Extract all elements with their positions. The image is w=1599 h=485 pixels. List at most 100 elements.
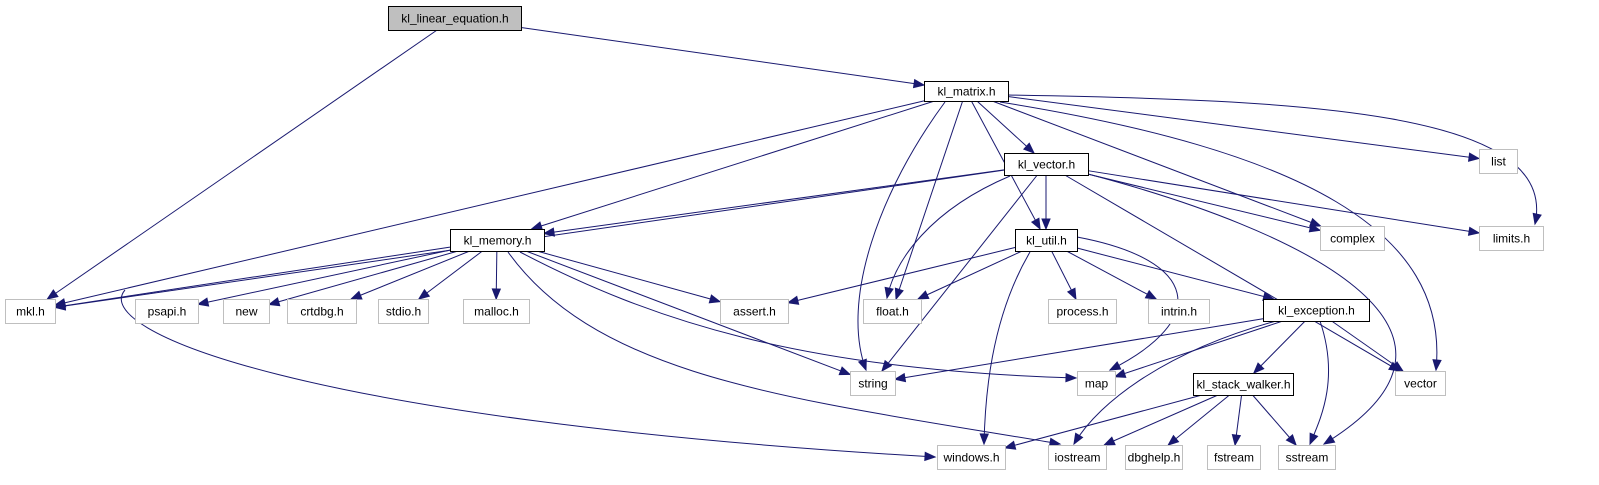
node-box	[378, 299, 429, 324]
edge-kl-stack-walker-to-fstream	[1231, 394, 1243, 447]
edge-kl-exception-to-string	[893, 318, 1264, 383]
edge-kl-exception-to-kl-stack-walker-line	[1253, 320, 1306, 374]
node-label: map	[1085, 377, 1109, 391]
edge-kl-util-to-map-line	[1076, 236, 1179, 371]
edge-kl-memory-to-psapi-arrowhead	[196, 297, 210, 307]
edge-kl-memory-to-iostream	[507, 251, 1062, 447]
node-box	[135, 299, 199, 324]
edge-kl-matrix-to-vector-arrowhead	[1432, 359, 1442, 372]
edge-kl-memory-to-map-line	[519, 251, 1077, 379]
edge-kl-memory-to-malloc	[491, 250, 502, 301]
node-kl-vector[interactable]: kl_vector.h	[1004, 153, 1089, 176]
node-box	[924, 81, 1009, 102]
node-label: dbghelp.h	[1128, 451, 1181, 465]
edge-kl-util-to-intrin	[1066, 250, 1158, 300]
node-kl-linear-equation[interactable]: kl_linear_equation.h	[388, 6, 522, 31]
edge-kl-memory-to-crtdbg-arrowhead	[349, 290, 363, 300]
node-kl-memory[interactable]: kl_memory.h	[450, 229, 545, 252]
node-label: complex	[1330, 232, 1375, 246]
edge-kl-util-to-windows	[979, 251, 1031, 446]
edge-kl-util-to-process	[1051, 250, 1077, 301]
node-box	[223, 299, 270, 324]
node-box	[1395, 371, 1446, 396]
edge-kl-matrix-to-kl-vector-line	[976, 100, 1035, 154]
edge-kl-stack-walker-to-dbghelp-arrowhead	[1167, 434, 1180, 446]
node-label: list	[1491, 155, 1506, 169]
edge-kl-matrix-to-float-arrowhead	[894, 287, 904, 301]
edge-kl-matrix-to-limits-line	[1007, 94, 1538, 225]
edge-kl-memory-to-assert-line	[536, 250, 721, 303]
edge-kl-vector-to-complex	[1087, 173, 1322, 233]
edge-kl-linear-equation-to-mkl	[46, 29, 438, 300]
node-box	[1278, 445, 1336, 470]
edge-kl-vector-to-sstream	[1087, 173, 1397, 445]
node-limits: limits.h	[1479, 226, 1544, 251]
node-box	[1077, 371, 1116, 396]
node-box	[450, 229, 545, 252]
node-label: float.h	[876, 305, 909, 319]
node-complex: complex	[1320, 226, 1385, 251]
node-kl-util[interactable]: kl_util.h	[1015, 229, 1078, 252]
edge-kl-memory-to-windows-arrowhead	[924, 451, 937, 462]
node-label: iostream	[1054, 451, 1100, 465]
edge-kl-vector-to-float-arrowhead	[884, 286, 894, 300]
node-box	[1148, 299, 1210, 324]
edge-kl-memory-to-psapi	[196, 249, 451, 307]
edge-kl-matrix-to-kl-vector-arrowhead	[1022, 142, 1035, 154]
node-kl-exception[interactable]: kl_exception.h	[1263, 299, 1370, 322]
edge-kl-exception-to-iostream-line	[1073, 320, 1277, 445]
node-float: float.h	[863, 299, 922, 324]
edge-kl-util-to-intrin-line	[1066, 250, 1157, 300]
edge-kl-stack-walker-to-windows	[1003, 394, 1203, 450]
edge-kl-util-to-assert-arrowhead	[786, 295, 800, 305]
edge-kl-memory-to-windows	[120, 289, 937, 462]
edge-kl-memory-to-string	[525, 250, 852, 376]
node-fstream: fstream	[1207, 445, 1261, 470]
edge-kl-matrix-to-string-line	[857, 101, 946, 371]
node-box	[863, 299, 922, 324]
edge-kl-stack-walker-to-windows-arrowhead	[1003, 440, 1017, 450]
edge-kl-util-to-float-line	[917, 250, 1023, 300]
edge-kl-vector-to-kl-memory-line	[543, 169, 1005, 234]
edge-kl-exception-to-map	[1113, 320, 1284, 378]
edge-kl-vector-to-kl-util-arrowhead	[1041, 218, 1051, 231]
edge-kl-util-to-process-arrowhead	[1066, 287, 1077, 301]
node-kl-matrix[interactable]: kl_matrix.h	[924, 81, 1009, 102]
edge-kl-memory-to-stdio	[417, 250, 483, 300]
edge-kl-util-to-windows-line	[983, 251, 1031, 445]
edge-kl-stack-walker-to-sstream-arrowhead	[1285, 433, 1297, 447]
edge-kl-memory-to-stdio-arrowhead	[417, 288, 431, 300]
edge-kl-memory-to-stdio-line	[418, 250, 483, 300]
edge-kl-memory-to-crtdbg	[349, 250, 470, 300]
edge-kl-matrix-to-limits	[1007, 94, 1542, 226]
node-box	[1263, 299, 1370, 322]
edge-kl-matrix-to-float	[894, 100, 964, 301]
edge-kl-matrix-to-vector-line	[999, 101, 1438, 371]
nodes-layer: kl_linear_equation.h kl_matrix.h kl_vector…	[5, 6, 1544, 470]
edge-kl-vector-to-complex-arrowhead	[1308, 223, 1322, 233]
node-box	[1207, 445, 1261, 470]
node-process: process.h	[1048, 299, 1117, 324]
node-label: fstream	[1214, 451, 1254, 465]
edge-kl-matrix-to-list-arrowhead	[1467, 152, 1481, 162]
node-box	[5, 299, 56, 324]
edge-kl-memory-to-string-line	[525, 250, 851, 375]
edge-kl-memory-to-psapi-line	[197, 249, 451, 305]
edge-kl-stack-walker-to-windows-line	[1004, 394, 1203, 449]
node-box	[850, 371, 896, 396]
edge-kl-vector-to-string-line	[881, 174, 1038, 372]
node-vector: vector	[1395, 371, 1446, 396]
edge-kl-stack-walker-to-fstream-arrowhead	[1231, 433, 1242, 447]
edge-kl-exception-to-string-arrowhead	[893, 372, 907, 383]
edge-kl-memory-to-mkl	[53, 246, 451, 311]
edge-kl-memory-to-crtdbg-line	[350, 250, 470, 300]
edge-kl-exception-to-iostream-arrowhead	[1073, 432, 1084, 446]
node-label: kl_vector.h	[1018, 158, 1075, 172]
edge-kl-stack-walker-to-iostream-line	[1104, 394, 1219, 446]
edge-kl-matrix-to-list-line	[1007, 96, 1480, 159]
node-label: kl_exception.h	[1278, 304, 1355, 318]
node-kl-stack-walker[interactable]: kl_stack_walker.h	[1193, 373, 1294, 396]
edge-kl-matrix-to-kl-util-arrowhead	[1030, 217, 1041, 231]
node-intrin: intrin.h	[1148, 299, 1210, 324]
edge-kl-matrix-to-complex-line	[992, 100, 1321, 227]
